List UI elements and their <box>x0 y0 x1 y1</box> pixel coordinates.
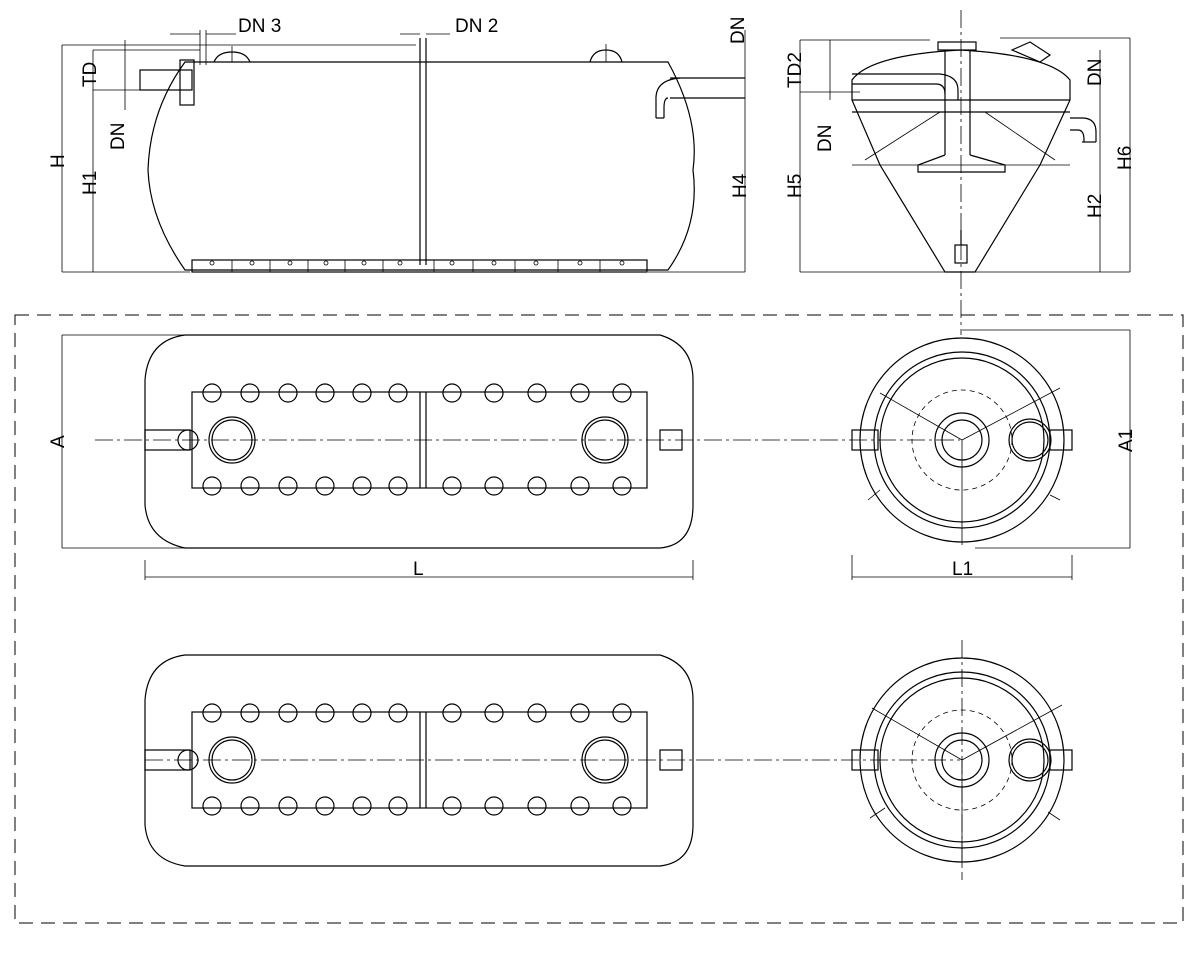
label-h6: H6 <box>1115 146 1136 170</box>
label-h1: H1 <box>80 171 101 195</box>
plan-view-2 <box>144 654 960 867</box>
round-plan-view-2 <box>851 640 1073 880</box>
label-h2: H2 <box>1085 194 1106 218</box>
label-dn-top: DN <box>728 17 749 44</box>
label-dn-side-right: DN <box>1085 59 1106 86</box>
label-l1: L1 <box>952 559 973 580</box>
rib-circles-bottom-1 <box>202 476 632 496</box>
rib-circles-top-2 <box>202 703 632 723</box>
label-l: L <box>413 559 424 580</box>
label-h4: H4 <box>730 173 751 198</box>
round-plan-view-1: A1 L1 <box>851 329 1137 580</box>
plan-view-1: A L <box>48 334 960 580</box>
rib-circles-top-1 <box>202 383 632 403</box>
label-td2: TD2 <box>785 52 806 88</box>
label-h5: H5 <box>785 174 806 198</box>
label-dn2: DN 2 <box>455 16 498 37</box>
label-dn-side: DN <box>815 125 836 152</box>
label-h: H <box>48 154 69 168</box>
side-elevation-view: DN 3 DN 2 DN TD DN H H1 H4 <box>48 16 751 273</box>
label-td: TD <box>80 62 101 87</box>
label-dn3: DN 3 <box>238 16 281 37</box>
label-a: A <box>48 435 69 448</box>
label-dn-left: DN <box>108 123 129 150</box>
label-a1: A1 <box>1116 429 1137 452</box>
dashed-frame <box>14 314 1184 924</box>
rib-circles-bottom-2 <box>202 796 632 816</box>
end-elevation-view: TD2 DN DN H5 H6 H2 <box>785 10 1136 335</box>
